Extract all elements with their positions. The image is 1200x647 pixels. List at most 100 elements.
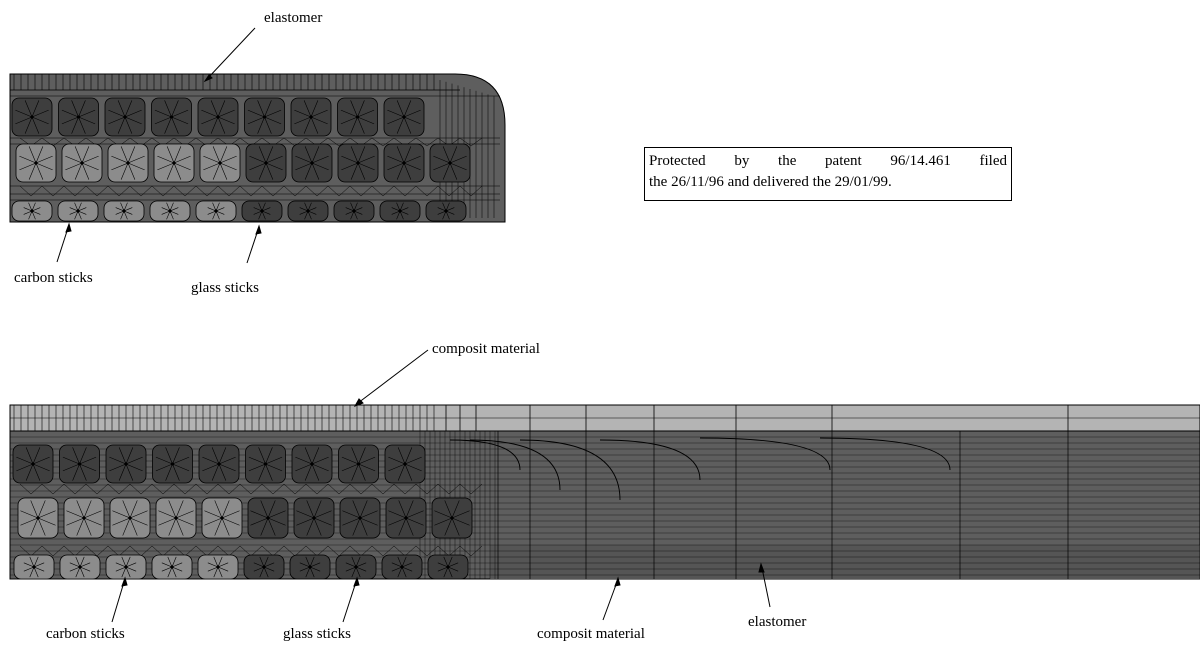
bottom-stick-row1-spoke [265, 463, 283, 472]
bottom-filler-line [459, 545, 472, 557]
top-carbon-stick-spoke [19, 162, 37, 171]
bottom-carbon-stick-lower-spoke [213, 556, 219, 568]
top-glass-stick-lower-core [398, 209, 402, 213]
top-glass-stick [429, 143, 471, 183]
top-filler-line [261, 185, 274, 197]
bottom-carbon-stick-spoke [37, 500, 46, 519]
top-stick-row1-spoke [78, 116, 96, 125]
leader-top-carbon [56, 227, 69, 263]
top-filler-line [470, 185, 483, 197]
bottom-filler-line [118, 545, 131, 557]
bottom-stick-row1-spoke [202, 463, 220, 472]
bottom-carbon-stick-spoke [37, 510, 56, 519]
bottom-stick-row1-spoke [165, 447, 173, 465]
bottom-carbon-stick-lower-spoke [75, 556, 81, 568]
top-stick-row1-spoke [264, 116, 272, 134]
leader-bottom-carbon [111, 581, 125, 623]
top-carbon-stick [107, 143, 149, 183]
bottom-stick-row1-spoke [72, 463, 80, 481]
top-stick-row1-spoke [403, 109, 421, 118]
top-stick-row1-spoke [264, 109, 282, 118]
bottom-carbon-stick-lower-spoke [125, 556, 131, 568]
top-stick-row1-spoke [171, 116, 189, 125]
top-stick-row1-spoke [124, 109, 142, 118]
bottom-stick-row1-spoke [397, 463, 406, 481]
bottom-glass-stick-spoke [359, 517, 378, 526]
bottom-stick-row1-spoke [118, 447, 127, 465]
bottom-carbon-stick-core [36, 516, 40, 520]
top-stick-row1 [104, 97, 146, 137]
top-carbon-stick-spoke [127, 155, 145, 164]
top-stick-row1-spoke [403, 116, 412, 134]
bottom-glass-stick-spoke [388, 517, 407, 526]
bottom-filler-line [272, 483, 285, 495]
top-stick-row1-spoke [15, 116, 33, 125]
top-carbon-stick-core [218, 161, 222, 165]
bottom-filler-line [184, 483, 197, 495]
top-glass-stick-spoke [403, 155, 421, 164]
bottom-carbon-stick-spoke [37, 517, 56, 526]
top-glass-stick-spoke [449, 162, 458, 180]
patent-notice: Protected by the patent 96/14.461 filed … [644, 147, 1012, 201]
bottom-carbon-stick-lower-spoke [79, 566, 85, 578]
top-carbon-stick-lower-core [168, 209, 172, 213]
top-carbon-stick-spoke [203, 155, 221, 164]
bottom-glass-stick-spoke [359, 510, 378, 519]
top-carbon-stick-spoke [111, 162, 129, 171]
top-filler-line [360, 185, 373, 197]
bottom-glass-stick-lower-spoke [437, 566, 449, 572]
bottom-filler-line [272, 545, 285, 557]
bottom-glass-stick-lower-spoke [253, 566, 265, 572]
bottom-glass-stick-spoke [267, 510, 286, 519]
bottom-stick-row1-spoke [295, 456, 313, 465]
bottom-stick-row1-spoke [311, 463, 320, 481]
bottom-carbon-stick-lower-spoke [217, 566, 229, 572]
bottom-carbon-stick-lower-spoke [207, 562, 219, 568]
bottom-glass-stick-lower [289, 554, 331, 580]
bottom-filler-line [459, 483, 472, 495]
top-carbon-stick-lower [195, 200, 237, 222]
bottom-filler-line [393, 545, 406, 557]
bottom-stick-row1-spoke [341, 463, 359, 472]
bottom-glass-stick-lower-spoke [355, 562, 367, 568]
bottom-filler-line [404, 545, 417, 557]
bottom-stick-row1-spoke [258, 447, 266, 465]
bottom-carbon-stick [63, 497, 105, 539]
top-filler-line [415, 137, 428, 147]
bottom-glass-stick-spoke [398, 517, 407, 536]
bottom-filler-line [448, 483, 461, 495]
bottom-stick-row1-spoke [404, 447, 413, 465]
label-top-glass-sticks: glass sticks [191, 280, 259, 296]
bottom-filler-line [151, 545, 164, 557]
bottom-filler-line [52, 545, 65, 557]
top-stick-row1-spoke [61, 109, 79, 118]
top-stick-row1-spoke [31, 109, 49, 118]
patent-line-2: the 26/11/96 and delivered the 29/01/99. [649, 174, 892, 190]
bottom-glass-stick-spoke [444, 500, 453, 519]
top-glass-stick [383, 143, 425, 183]
top-filler-line [327, 137, 340, 147]
top-stick-row1-spoke [310, 109, 328, 118]
top-mesh-figure [9, 73, 506, 223]
bottom-filler-line [349, 545, 362, 557]
top-glass-stick-spoke [449, 155, 467, 164]
bottom-stick-row1-spoke [62, 463, 80, 472]
bottom-carbon-stick-lower-core [78, 565, 82, 569]
bottom-carbon-stick-spoke [129, 500, 138, 519]
bottom-carbon-stick-spoke [129, 510, 148, 519]
label-bottom-glass-sticks: glass sticks [283, 626, 351, 642]
bottom-stick-row1-spoke [125, 447, 134, 465]
bottom-glass-stick-lower-spoke [401, 562, 413, 568]
bottom-glass-stick-spoke [260, 500, 269, 519]
bottom-carbon-stick-spoke [76, 517, 85, 536]
bottom-glass-stick-lower-spoke [299, 566, 311, 572]
bottom-carbon-stick-spoke [214, 500, 223, 519]
bottom-flow-curve [449, 439, 521, 471]
top-stick-row1-spoke [403, 116, 421, 125]
top-carbon-stick-lower [103, 200, 145, 222]
top-glass-stick-lower [425, 200, 467, 222]
bottom-carbon-stick-lower-spoke [167, 566, 173, 578]
top-glass-stick-spoke [449, 146, 458, 164]
top-carbon-stick-spoke [81, 162, 99, 171]
bottom-carbon-stick-spoke [122, 500, 131, 519]
